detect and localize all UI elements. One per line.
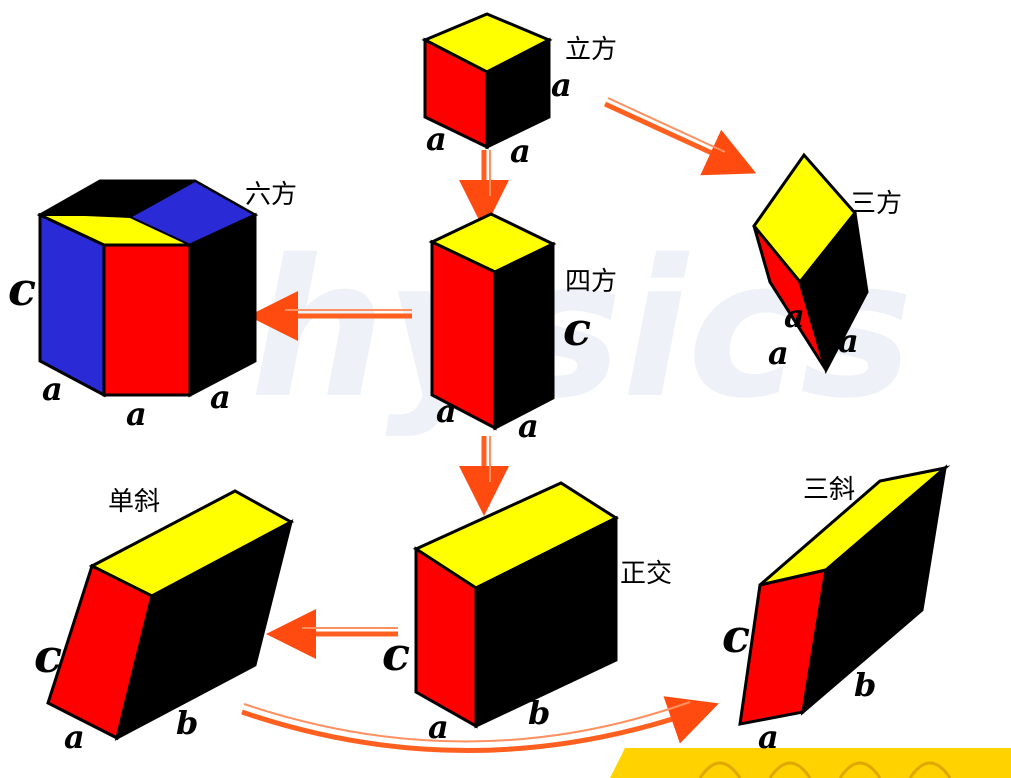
triclinic-edge-label: a (758, 718, 779, 756)
triclinic-crystal (738, 464, 951, 726)
tetragonal-edge-label: c (563, 302, 591, 356)
arrow-orthorhombic-to-monoclinic (266, 609, 398, 659)
hexagonal-crystal (36, 179, 259, 398)
tetragonal-edge-label: a (436, 392, 457, 430)
trigonal-edge-label: a (838, 322, 859, 360)
monoclinic-crystal (46, 489, 295, 741)
trigonal-name: 三方 (850, 189, 902, 219)
trigonal-edge-label: a (768, 334, 789, 372)
tetragonal-name: 四方 (565, 267, 617, 297)
arrow-tetragonal-to-hexagonal (248, 291, 412, 341)
tetragonal-crystal (428, 212, 557, 431)
hexagonal-edge-label: a (42, 370, 63, 408)
monoclinic-edge-label: c (34, 629, 62, 683)
triclinic-name: 三斜 (803, 475, 855, 505)
monoclinic-name: 单斜 (108, 487, 160, 517)
hexagonal-edge-label: c (8, 262, 36, 316)
cubic-edge-label: a (510, 132, 531, 170)
arrow-tetragonal-to-orthorhombic (459, 436, 509, 516)
arrow-cubic-to-tetragonal (459, 150, 509, 230)
trigonal-crystal (752, 152, 869, 374)
monoclinic-edge-label: a (64, 718, 85, 756)
trigonal-edge-label: a (784, 297, 805, 335)
triclinic-edge-label: c (722, 609, 750, 663)
hexagonal-name: 六方 (245, 180, 297, 210)
arrow-cubic-to-trigonal (603, 97, 757, 176)
cubic-name: 立方 (565, 35, 617, 65)
cubic-crystal (421, 12, 553, 150)
orthorhombic-edge-label: c (382, 627, 410, 681)
monoclinic-edge-label: b (176, 704, 198, 742)
footer-strip (610, 748, 1011, 778)
triclinic-edge-label: b (854, 666, 876, 704)
cubic-edge-label: a (426, 120, 447, 158)
arrow-monoclinic-to-triclinic (241, 696, 719, 753)
orthorhombic-edge-label: b (528, 694, 550, 732)
hexagonal-edge-label: a (126, 395, 147, 433)
orthorhombic-crystal (412, 481, 620, 729)
orthorhombic-edge-label: a (428, 708, 449, 746)
hexagonal-edge-label: a (210, 378, 231, 416)
cubic-edge-label: a (551, 66, 572, 104)
orthorhombic-name: 正交 (620, 559, 672, 589)
tetragonal-edge-label: a (518, 407, 539, 445)
